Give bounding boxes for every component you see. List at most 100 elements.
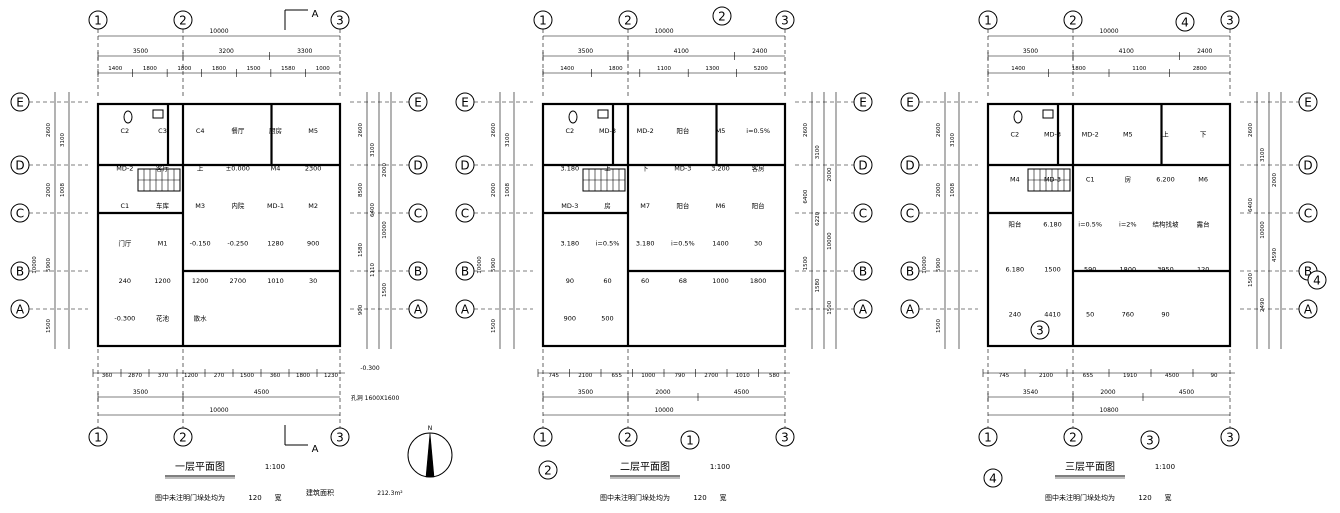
dim-top-segment: 3500 — [133, 48, 148, 55]
dim-top-detail: 1800 — [1072, 66, 1086, 72]
dim-bottom-total: 10000 — [209, 407, 228, 414]
section-bubble-circle — [712, 6, 732, 26]
room-label: 68 — [679, 277, 687, 285]
dim-left: 2000 — [491, 183, 497, 197]
dim-right: 10000 — [827, 232, 833, 250]
room-label: -0.150 — [190, 239, 211, 247]
dim-left: 2000 — [46, 183, 52, 197]
dim-top-detail: 1400 — [1011, 66, 1025, 72]
room-label: 2700 — [230, 277, 247, 285]
axis-bubble-right-0: E — [414, 96, 422, 110]
dim-bottom-detail: 360 — [102, 373, 113, 379]
exterior-wall — [986, 102, 1232, 348]
room-label: 下 — [1200, 131, 1207, 139]
dim-right: 10000 — [1260, 221, 1266, 239]
room-label: 1500 — [1044, 266, 1061, 274]
plan-note: 图中未注明门垛处均为 — [1045, 493, 1115, 502]
dim-left: 2600 — [936, 123, 942, 137]
exterior-wall — [96, 102, 342, 348]
axis-bubble-right-2: C — [414, 207, 422, 221]
axis-bubble-bottom-1: 1 — [984, 431, 992, 445]
axis-bubble-left-3: B — [16, 265, 24, 279]
plan-title: 二层平面图 — [620, 461, 670, 473]
dim-bottom-detail: 2100 — [578, 373, 592, 379]
dim-bottom-detail: 2700 — [704, 373, 718, 379]
plan-note: 图中未注明门垛处均为 — [600, 493, 670, 502]
room-label: 900 — [307, 239, 319, 247]
axis-bubble-left-1: D — [460, 159, 469, 173]
sink-icon — [597, 109, 609, 119]
dim-right: 1110 — [370, 263, 376, 277]
room-label: MD-3 — [674, 164, 691, 172]
room-label: M3 — [195, 202, 205, 210]
dim-bottom-detail: 360 — [270, 373, 281, 379]
dim-left: 1500 — [491, 319, 497, 333]
room-label: M6 — [1198, 176, 1208, 184]
room-label: C3 — [158, 127, 167, 135]
axis-bubble-bottom-1: 1 — [94, 431, 102, 445]
room-label: M5 — [1123, 131, 1133, 139]
plan-title: 一层平面图 — [175, 461, 225, 473]
room-label: 1280 — [267, 239, 284, 247]
dim-bottom-detail: 270 — [214, 373, 225, 379]
dim-left: 2600 — [491, 123, 497, 137]
room-label: 车库 — [156, 201, 170, 210]
dim-top-detail: 1100 — [1132, 66, 1146, 72]
section-bubble: 4 — [989, 472, 997, 486]
axis-bubble-left-0: E — [461, 96, 469, 110]
dim-bottom-detail: 655 — [612, 373, 623, 379]
dim-right: 10000 — [382, 221, 388, 239]
room-label: 厨房 — [269, 126, 282, 135]
room-label: 4410 — [1044, 311, 1061, 319]
dim-left: 2000 — [936, 183, 942, 197]
dim-left: 2600 — [46, 123, 52, 137]
dim-right: 6400 — [803, 189, 809, 203]
dim-top-segment: 2400 — [752, 48, 767, 55]
section-bubble-circle — [680, 430, 700, 450]
axis-bubble-left-3: B — [461, 265, 469, 279]
room-label: C1 — [120, 202, 129, 210]
room-label: M5 — [308, 127, 318, 135]
plan-note-unit: 宽 — [1165, 493, 1172, 502]
axis-bubble-left-4: A — [16, 303, 25, 317]
axis-bubble-left-4: A — [461, 303, 470, 317]
dim-bottom-detail: 2100 — [1039, 373, 1053, 379]
sink-icon — [1042, 109, 1054, 119]
section-bubble-circle — [1140, 430, 1160, 450]
axis-bubble-right-2: C — [1304, 207, 1312, 221]
room-label: 6.180 — [1043, 221, 1062, 229]
room-label: 1200 — [192, 277, 209, 285]
room-label: -0.300 — [114, 314, 135, 322]
dim-bottom-detail: 1910 — [1123, 373, 1137, 379]
level-annotation: -0.300 — [360, 365, 380, 372]
room-label: i=0.5% — [746, 127, 770, 135]
section-bubble: 3 — [1036, 324, 1044, 338]
dim-right: 2490 — [1260, 298, 1266, 312]
dim-right: 6400 — [1248, 198, 1254, 212]
room-label: C2 — [565, 127, 574, 135]
dim-left: 1008 — [505, 183, 511, 197]
axis-bubble-top-2: 2 — [624, 14, 632, 28]
sink-icon — [152, 109, 164, 119]
plan-title: 三层平面图 — [1065, 461, 1115, 473]
north-arrow: N — [407, 425, 453, 478]
room-label: 餐厅 — [231, 126, 245, 135]
dim-left: 10000 — [922, 256, 928, 274]
dim-bottom-segment: 4500 — [1179, 389, 1194, 396]
plan-note: 图中未注明门垛处均为 — [155, 493, 225, 502]
dim-bottom-detail: 655 — [1083, 373, 1094, 379]
room-label: MD-3 — [1044, 176, 1061, 184]
dim-right: 2000 — [1272, 173, 1278, 187]
room-label: 3.200 — [711, 164, 730, 172]
dim-right: 2600 — [1248, 123, 1254, 137]
dim-right: 1500 — [827, 300, 833, 314]
dim-top-total: 10000 — [209, 28, 228, 35]
axis-bubble-right-1: D — [413, 159, 422, 173]
dim-bottom-detail: 1500 — [240, 373, 254, 379]
section-bubble-circle — [983, 468, 1003, 488]
room-label: MD-2 — [637, 127, 654, 135]
